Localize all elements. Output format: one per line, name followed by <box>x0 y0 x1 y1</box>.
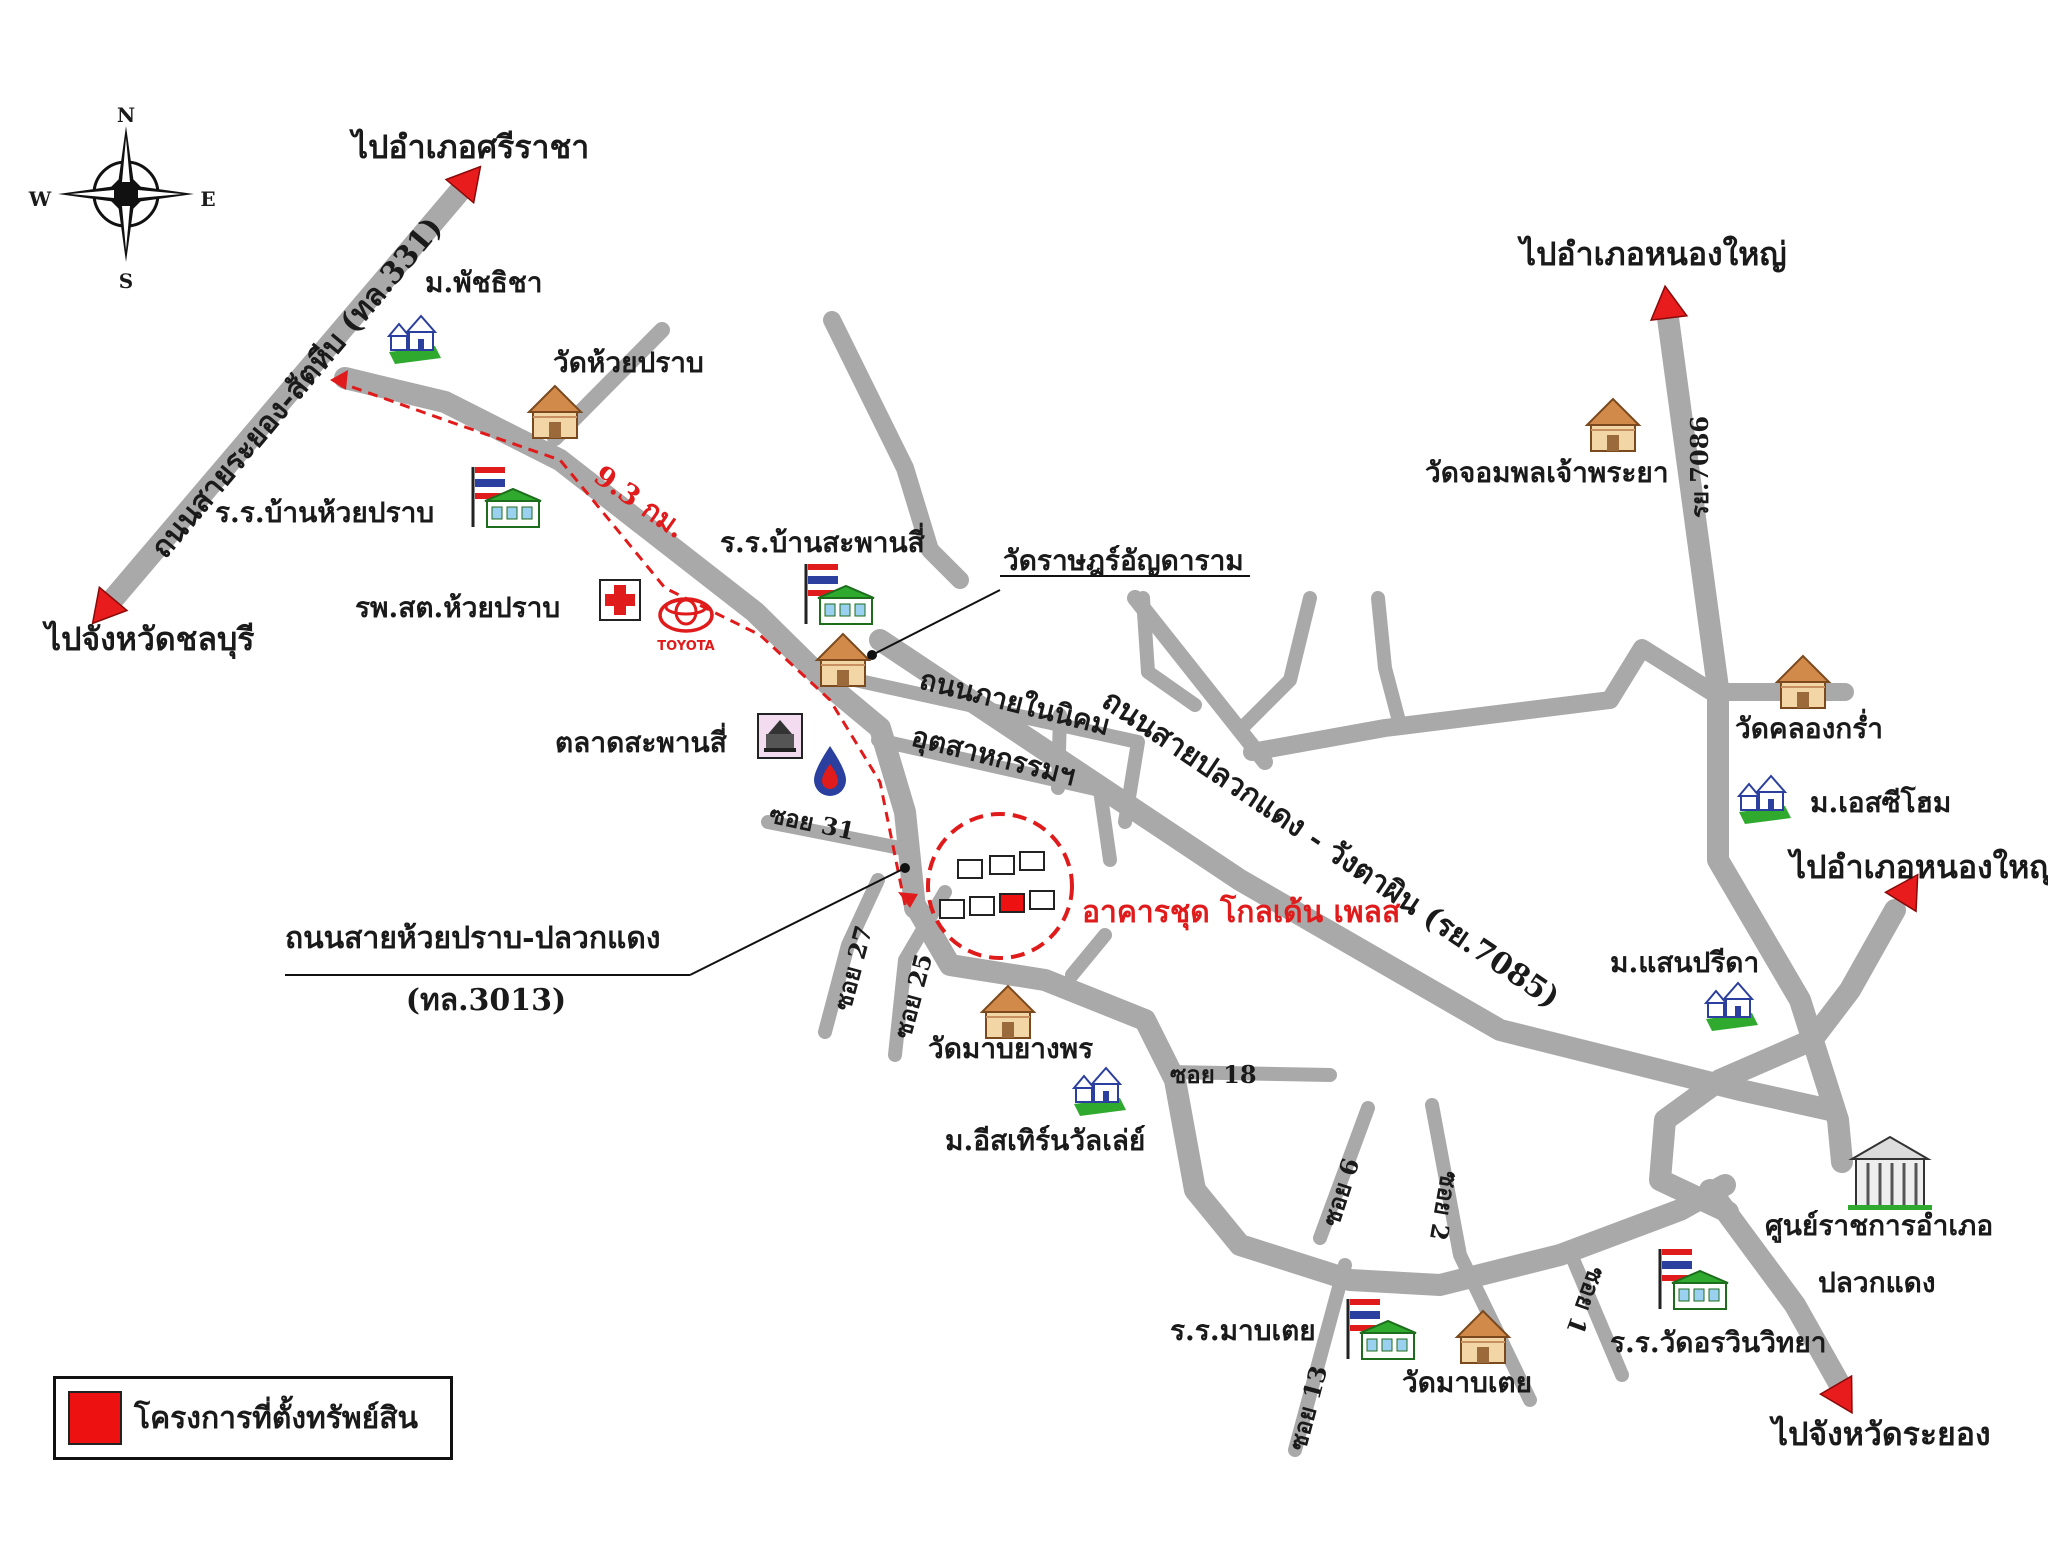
leader-dot-road <box>900 863 910 873</box>
road-khlong-kram <box>1243 639 1854 761</box>
temple-wat-rat-anyaram-icon <box>816 633 870 687</box>
compass-e: E <box>200 187 215 211</box>
label-to-sriracha: ไปอำเภอศรีราชา <box>349 128 589 166</box>
road-spur-c <box>1371 591 1407 732</box>
toyota-logo-icon <box>658 597 714 633</box>
label-to-chonburi: ไปจังหวัดชลบุรี <box>42 620 254 660</box>
district-office-icon <box>1848 1135 1932 1210</box>
temple-wat-map-toei-icon <box>1456 1310 1510 1364</box>
project-site <box>926 812 1074 960</box>
label-m-saen-prida: ม.แสนปรีดา <box>1610 946 1759 979</box>
label-school-map-toei: ร.ร.มาบเตย <box>1170 1314 1316 1347</box>
compass-n: N <box>117 103 135 127</box>
label-wat-rat-anyaram: วัดราษฎร์อัญดาราม <box>1003 544 1244 577</box>
road-spur-a <box>1136 591 1202 712</box>
school-wat-thorn-icon <box>1658 1247 1730 1311</box>
arrow-to-nong-yai-top-icon <box>1646 283 1688 321</box>
label-to-rayong: ไปจังหวัดระยอง <box>1769 1415 1991 1453</box>
label-school-saphan-si: ร.ร.บ้านสะพานสี่ <box>720 522 926 559</box>
gas-station-icon <box>814 746 846 796</box>
road-soi-13 <box>1288 1258 1352 1457</box>
label-wat-map-yang-phon: วัดมาบยางพร <box>928 1032 1093 1065</box>
compass-rose-icon <box>58 126 194 262</box>
compass-w: W <box>28 187 52 211</box>
road-network <box>97 174 1906 1457</box>
road-soi-18 <box>1163 1065 1337 1082</box>
label-wat-huay-prab: วัดห้วยปราบ <box>553 346 704 379</box>
label-m-eastern-valley: ม.อีสเทิร์นวัลเล่ย์ <box>945 1124 1145 1157</box>
label-road-3013-code: (ทล.3013) <box>406 983 567 1018</box>
label-soi-31: ซอย 31 <box>767 800 858 846</box>
legend: โครงการที่ตั้งทรัพย์สิน <box>53 1376 453 1460</box>
label-m-sc-home: ม.เอสซีโฮม <box>1810 785 1951 819</box>
school-saphan-si-icon <box>804 562 876 626</box>
label-soi-18: ซอย 18 <box>1170 1060 1257 1089</box>
label-phatchicha: ม.พัชธิชา <box>425 266 542 299</box>
label-wat-jom-phon: วัดจอมพลเจ้าพระยา <box>1425 456 1669 489</box>
village-sc-home-icon <box>1738 775 1792 825</box>
label-district-office: ศูนย์ราชการอำเภอ <box>1765 1209 1993 1243</box>
label-road-3013: ถนนสายห้วยปราบ-ปลวกแดง <box>285 921 661 956</box>
clinic-icon <box>599 579 641 621</box>
label-road-7086: รย.7086 <box>1685 416 1714 518</box>
temple-wat-huay-prab-icon <box>528 385 582 439</box>
road-soi-6 <box>1313 1101 1375 1245</box>
label-clinic: รพ.สต.ห้วยปราบ <box>355 591 560 624</box>
route-dashed-line <box>337 380 907 906</box>
road-soi-25 <box>888 885 952 1062</box>
road-to-nong-yai-right <box>1649 899 1906 1223</box>
label-to-nong-yai-top: ไปอำเภอหนองใหญ่ <box>1517 235 1787 273</box>
road-7086 <box>1657 307 1853 1173</box>
label-soi-13: ซอย 13 <box>1283 1362 1333 1453</box>
label-wat-map-toei: วัดมาบเตย <box>1402 1366 1532 1399</box>
label-market: ตลาดสะพานสี่ <box>555 722 728 759</box>
road-soi-2 <box>1425 1098 1537 1407</box>
village-phatchicha-icon <box>388 315 442 365</box>
road-soi-31 <box>761 815 907 855</box>
road-inner-estate <box>848 673 1145 867</box>
label-wat-khlong-kram: วัดคลองกร่ำ <box>1735 708 1883 745</box>
route-arrow-end-icon <box>898 892 918 908</box>
toyota-text: TOYOTA <box>657 639 714 654</box>
road-7085 <box>869 629 1841 1121</box>
school-map-toei-icon <box>1346 1297 1418 1361</box>
road-to-rayong <box>1699 1179 1851 1396</box>
road-331 <box>97 174 476 616</box>
road-main-south <box>904 894 1736 1296</box>
label-district-office-2: ปลวกแดง <box>1818 1266 1936 1299</box>
label-to-nong-yai-right: ไปอำเภอหนองใหญ่ <box>1787 848 2048 886</box>
road-soi-27 <box>818 873 885 1039</box>
label-soi-6: ซอย 6 <box>1316 1154 1365 1229</box>
leader-dot-wat <box>867 650 877 660</box>
village-eastern-valley-icon <box>1073 1067 1127 1117</box>
label-project: อาคารชุด โกลเด้น เพลส <box>1082 893 1401 931</box>
leader-road-3013 <box>689 867 906 976</box>
village-saen-prida-icon <box>1705 982 1759 1032</box>
temple-wat-jom-phon-icon <box>1586 398 1640 452</box>
legend-label: โครงการที่ตั้งทรัพย์สิน <box>134 1400 419 1436</box>
legend-swatch-icon <box>68 1391 122 1445</box>
road-north-branch <box>823 311 969 589</box>
school-huay-prab-icon <box>471 465 543 529</box>
road-3013 <box>334 367 926 919</box>
temple-wat-khlong-kram-icon <box>1776 655 1830 709</box>
temple-wat-map-yang-phon-icon <box>981 985 1035 1039</box>
direction-arrows <box>78 154 1934 1423</box>
label-school-huay-prab: ร.ร.บ้านห้วยปราบ <box>215 496 434 529</box>
road-soi-wat-map-yang <box>1065 928 1112 982</box>
leader-wat-rat-anyaram <box>871 589 1001 656</box>
label-school-wat-thorn: ร.ร.วัดอรวินวิทยา <box>1610 1326 1827 1359</box>
compass-s: S <box>119 269 133 293</box>
road-soi-1 <box>1563 1245 1629 1382</box>
road-spur-b <box>1233 591 1317 737</box>
route-arrow-start-icon <box>330 370 348 390</box>
market-icon <box>757 713 803 759</box>
